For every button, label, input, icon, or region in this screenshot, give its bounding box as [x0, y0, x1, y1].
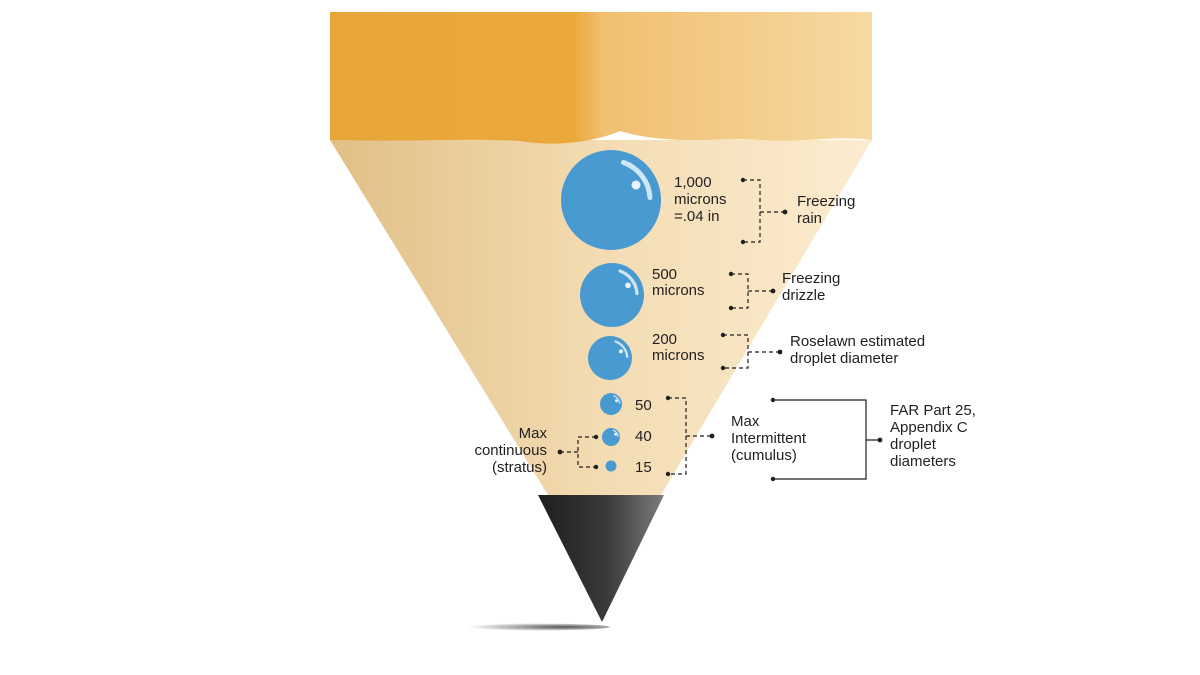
droplet-size-label-line: 200 [652, 331, 677, 348]
droplet-circle [605, 460, 617, 472]
bracket-max-intermittent [668, 397, 712, 475]
droplet [605, 460, 617, 472]
droplet-glint [614, 432, 617, 436]
bracket-lines [560, 179, 880, 480]
category-label-line: Intermittent [731, 430, 807, 447]
category-label-line: Max [731, 413, 760, 430]
droplet-circle [561, 150, 661, 250]
category-label-line: drizzle [782, 287, 825, 304]
category-label-line: diameters [890, 453, 956, 470]
bracket-freezing-rain [743, 179, 785, 243]
droplet-size-label-line: 15 [635, 459, 652, 476]
droplet-size-label-line: 40 [635, 428, 652, 445]
droplet-circle [588, 336, 632, 380]
droplet [561, 150, 661, 250]
category-label-line: Appendix C [890, 419, 968, 436]
droplet-glint [625, 282, 631, 289]
droplet-size-label: 50 [635, 397, 652, 414]
category-label-line: FAR Part 25, [890, 402, 976, 419]
bracket-max-continuous [560, 436, 596, 468]
droplet-highlight [614, 340, 629, 358]
droplet-group [561, 150, 661, 472]
droplet-size-label-line: 1,000 [674, 174, 712, 191]
category-label-line: (stratus) [492, 459, 547, 476]
category-label-line: rain [797, 210, 822, 227]
droplet-circle [600, 393, 622, 415]
category-label-line: (cumulus) [731, 447, 797, 464]
droplet-size-label-line: 500 [652, 266, 677, 283]
category-label-line: droplet diameter [790, 350, 898, 367]
category-label-line: Max [519, 425, 548, 442]
droplet-highlight [621, 160, 653, 200]
droplet-highlight [612, 429, 619, 438]
droplet-circle [602, 428, 620, 446]
droplet-size-label-line: microns [652, 282, 705, 299]
bracket-freezing-drizzle [731, 273, 773, 309]
droplet-highlight [613, 395, 621, 405]
category-label-line: droplet [890, 436, 937, 453]
droplet [580, 263, 644, 327]
pencil-shadow [450, 623, 610, 631]
droplet-circle [580, 263, 644, 327]
category-label-line: Freezing [782, 270, 840, 287]
droplet [602, 428, 620, 446]
droplet [588, 336, 632, 380]
category-label-line: Freezing [797, 193, 855, 210]
droplet [600, 393, 622, 415]
pencil-eraser [330, 12, 872, 144]
droplet-glint [615, 399, 618, 403]
droplet-highlight [618, 269, 639, 295]
droplet-glint [619, 349, 623, 354]
bracket-dots [557, 177, 883, 482]
pencil-lead [538, 495, 664, 622]
category-label-line: continuous [474, 442, 547, 459]
bracket-roselawn [723, 334, 780, 369]
droplet-size-label-line: microns [674, 191, 727, 208]
droplet-size-label: 40 [635, 428, 652, 445]
droplet-size-label-line: 50 [635, 397, 652, 414]
droplet-glint [631, 180, 641, 190]
category-label-line: Roselawn estimated [790, 333, 925, 350]
droplet-size-label: 15 [635, 459, 652, 476]
droplet-size-label-line: =.04 in [674, 208, 719, 225]
droplet-size-label-line: microns [652, 347, 705, 364]
